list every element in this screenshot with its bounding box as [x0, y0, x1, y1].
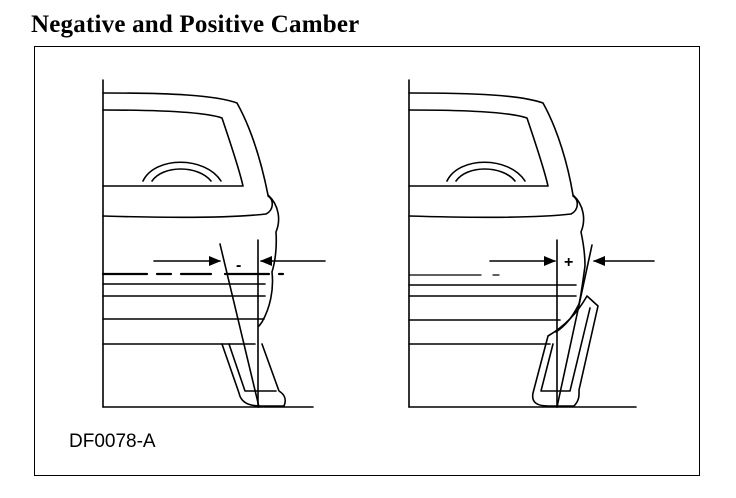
spare-tire — [142, 161, 222, 182]
figure-title: Negative and Positive Camber — [31, 11, 360, 38]
positive-sign: + — [564, 254, 573, 271]
trunk-line — [102, 195, 274, 219]
figure-code: DF0078-A — [69, 431, 156, 452]
trunk-line — [408, 195, 579, 219]
negative-sign: - — [236, 257, 241, 274]
positive-camber-panel: + — [408, 79, 655, 408]
negative-camber-panel: - — [101, 79, 326, 408]
spare-tire — [446, 161, 526, 182]
rear-window — [408, 109, 549, 187]
wheel — [221, 343, 286, 407]
rear-window — [102, 109, 244, 187]
vehicle-body — [102, 92, 280, 327]
wheel — [531, 295, 599, 407]
figure-frame — [34, 46, 700, 476]
camber-line — [556, 244, 593, 408]
camber-line — [219, 243, 260, 408]
